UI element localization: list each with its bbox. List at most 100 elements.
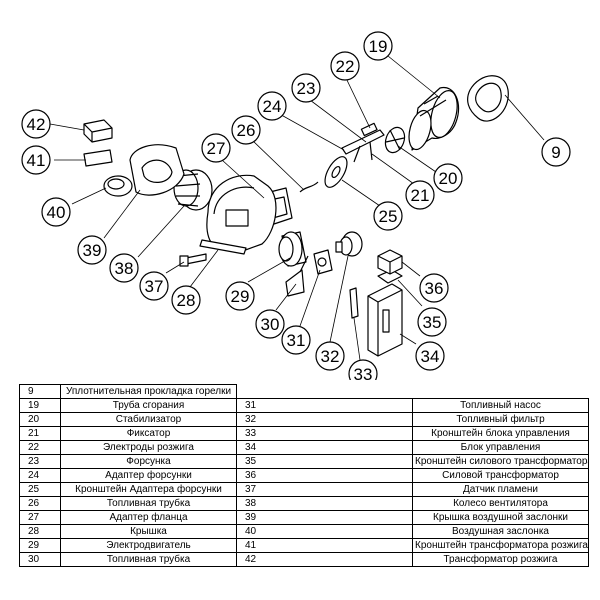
part-number: 22 <box>19 440 61 455</box>
callout-40: 40 <box>41 197 71 227</box>
part-name: Воздушная заслонка <box>412 524 589 539</box>
part-name: Крышка воздушной заслонки <box>412 510 589 525</box>
part-ignition-bracket <box>83 149 113 167</box>
part-number: 24 <box>19 468 61 483</box>
part-air-damper <box>103 175 133 197</box>
part-number: 26 <box>19 496 61 511</box>
part-fuel-pipe-26 <box>299 181 319 193</box>
callout-number: 35 <box>423 313 442 332</box>
callout-number: 25 <box>379 207 398 226</box>
part-number: 30 <box>19 552 61 567</box>
part-control-bracket <box>349 287 359 319</box>
part-name: Электродвигатель <box>60 538 237 553</box>
part-name: Уплотнительная прокладка горелки <box>60 384 237 399</box>
callout-number: 21 <box>411 186 430 205</box>
part-number: 41 <box>236 538 413 553</box>
part-name: Крышка <box>60 524 237 539</box>
part-number: 31 <box>236 398 413 413</box>
part-name: Труба сгорания <box>60 398 237 413</box>
part-name: Адаптер форсунки <box>60 468 237 483</box>
part-number: 32 <box>236 412 413 427</box>
callout-number: 41 <box>27 151 46 170</box>
callout-36: 36 <box>419 273 449 303</box>
callout-32: 32 <box>315 341 345 371</box>
callout-number: 26 <box>237 121 256 140</box>
part-number: 34 <box>236 440 413 455</box>
part-number: 36 <box>236 468 413 483</box>
part-number: 40 <box>236 524 413 539</box>
part-name: Топливная трубка <box>60 552 237 567</box>
callout-33: 33 <box>348 359 378 380</box>
callout-number: 42 <box>27 115 46 134</box>
callout-number: 40 <box>47 203 66 222</box>
callout-19: 19 <box>363 31 393 61</box>
part-name: Кронштейн силового трансформатора <box>412 454 589 469</box>
part-name: Силовой трансформатор <box>412 468 589 483</box>
callout-number: 29 <box>231 287 250 306</box>
part-gasket <box>467 75 509 122</box>
callout-number: 37 <box>145 277 164 296</box>
part-electric-motor <box>278 231 307 267</box>
callout-42: 42 <box>21 109 51 139</box>
callout-number: 38 <box>115 259 134 278</box>
part-name: Кронштейн трансформатора розжига <box>412 538 589 553</box>
callout-number: 32 <box>321 347 340 366</box>
part-number: 25 <box>19 482 61 497</box>
part-name: Кронштейн блока управления <box>412 426 589 441</box>
part-name: Датчик пламени <box>412 482 589 497</box>
part-number: 35 <box>236 454 413 469</box>
part-adapter-bracket <box>324 156 348 188</box>
part-name: Трансформатор розжига <box>412 552 589 567</box>
part-stabilizer <box>384 126 406 154</box>
callout-26: 26 <box>231 115 261 145</box>
part-number: 9 <box>19 384 61 399</box>
part-name: Адаптер фланца <box>60 510 237 525</box>
part-number: 23 <box>19 454 61 469</box>
callout-39: 39 <box>77 235 107 265</box>
empty-cell <box>236 384 589 399</box>
callout-number: 24 <box>263 97 282 116</box>
part-ignition-transformer <box>83 119 113 143</box>
callout-number: 9 <box>551 143 560 162</box>
part-cover-housing <box>199 174 277 255</box>
callout-29: 29 <box>225 281 255 311</box>
part-combustion-tube <box>408 86 460 151</box>
part-number: 33 <box>236 426 413 441</box>
part-damper-cover <box>129 144 185 196</box>
exploded-parts-diagram: 9192021222324252627282930313233343536373… <box>21 31 571 380</box>
callout-number: 34 <box>421 347 440 366</box>
part-name: Электроды розжига <box>60 440 237 455</box>
callout-number: 19 <box>369 37 388 56</box>
part-name: Топливный насос <box>412 398 589 413</box>
callout-number: 22 <box>336 57 355 76</box>
callout-27: 27 <box>201 133 231 163</box>
callout-25: 25 <box>373 201 403 231</box>
callout-22: 22 <box>330 51 360 81</box>
part-name: Колесо вентилятора <box>412 496 589 511</box>
callout-21: 21 <box>405 180 435 210</box>
part-control-unit <box>367 283 403 357</box>
part-name: Топливная трубка <box>60 496 237 511</box>
part-power-transformer <box>377 249 403 275</box>
callout-34: 34 <box>415 341 445 371</box>
part-name: Блок управления <box>412 440 589 455</box>
part-number: 42 <box>236 552 413 567</box>
callout-number: 31 <box>287 331 306 350</box>
callout-number: 39 <box>83 241 102 260</box>
callout-37: 37 <box>139 271 169 301</box>
part-number: 20 <box>19 412 61 427</box>
part-name: Форсунка <box>60 454 237 469</box>
part-fuel-pipe-30 <box>285 255 309 297</box>
callout-20: 20 <box>433 163 463 193</box>
